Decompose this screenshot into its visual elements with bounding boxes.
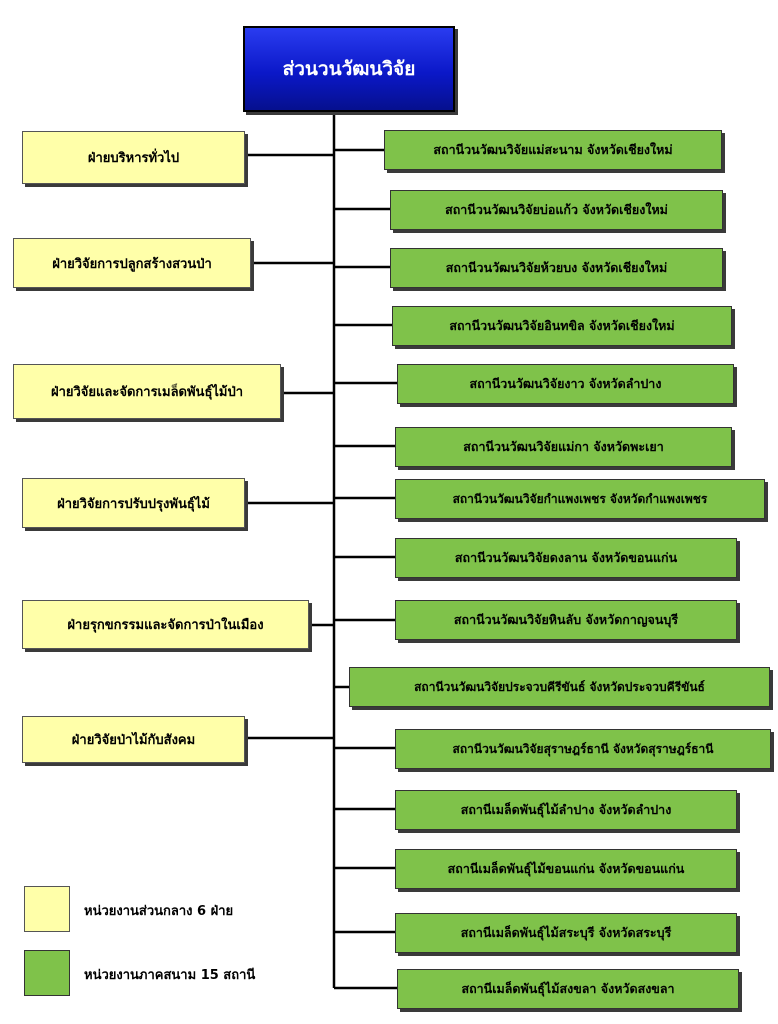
department-box: ฝ่ายรุกขกรรมและจัดการป่าในเมือง	[22, 600, 309, 649]
legend-central-swatch	[24, 886, 70, 932]
station-box: สถานีวนวัฒนวิจัยงาว จังหวัดลำปาง	[397, 364, 734, 404]
station-box: สถานีวนวัฒนวิจัยอินทขิล จังหวัดเชียงใหม่	[392, 306, 732, 346]
station-box: สถานีเมล็ดพันธุ์ไม้ขอนแก่น จังหวัดขอนแก่…	[395, 849, 737, 889]
legend-field-label: หน่วยงานภาคสนาม 15 สถานี	[84, 968, 256, 983]
station-box: สถานีวนวัฒนวิจัยห้วยบง จังหวัดเชียงใหม่	[390, 248, 723, 288]
department-box: ฝ่ายวิจัยป่าไม้กับสังคม	[22, 716, 245, 763]
station-box: สถานีวนวัฒนวิจัยประจวบคีรีขันธ์ จังหวัดป…	[349, 667, 770, 707]
station-box: สถานีเมล็ดพันธุ์ไม้สงขลา จังหวัดสงขลา	[397, 969, 739, 1009]
station-box: สถานีวนวัฒนวิจัยกำแพงเพชร จังหวัดกำแพงเพ…	[395, 479, 765, 519]
station-box: สถานีวนวัฒนวิจัยแม่สะนาม จังหวัดเชียงใหม…	[384, 130, 722, 170]
station-box: สถานีเมล็ดพันธุ์ไม้สระบุรี จังหวัดสระบุร…	[395, 913, 737, 953]
station-box: สถานีเมล็ดพันธุ์ไม้ลำปาง จังหวัดลำปาง	[395, 790, 737, 830]
department-box: ฝ่ายวิจัยและจัดการเมล็ดพันธุ์ไม้ป่า	[13, 364, 281, 419]
station-box: สถานีวนวัฒนวิจัยบ่อแก้ว จังหวัดเชียงใหม่	[390, 190, 723, 230]
department-box: ฝ่ายบริหารทั่วไป	[22, 131, 245, 184]
station-box: สถานีวนวัฒนวิจัยหินลับ จังหวัดกาญจนบุรี	[395, 600, 737, 640]
department-box: ฝ่ายวิจัยการปลูกสร้างสวนป่า	[13, 238, 251, 288]
legend-field-swatch	[24, 950, 70, 996]
station-box: สถานีวนวัฒนวิจัยแม่กา จังหวัดพะเยา	[395, 427, 732, 467]
station-box: สถานีวนวัฒนวิจัยสุราษฎร์ธานี จังหวัดสุรา…	[395, 729, 771, 769]
legend-central-label: หน่วยงานส่วนกลาง 6 ฝ่าย	[84, 904, 234, 919]
station-box: สถานีวนวัฒนวิจัยดงลาน จังหวัดขอนแก่น	[395, 538, 737, 578]
org-title: ส่วนวนวัฒนวิจัย	[243, 26, 455, 112]
department-box: ฝ่ายวิจัยการปรับปรุงพันธุ์ไม้	[22, 478, 245, 528]
